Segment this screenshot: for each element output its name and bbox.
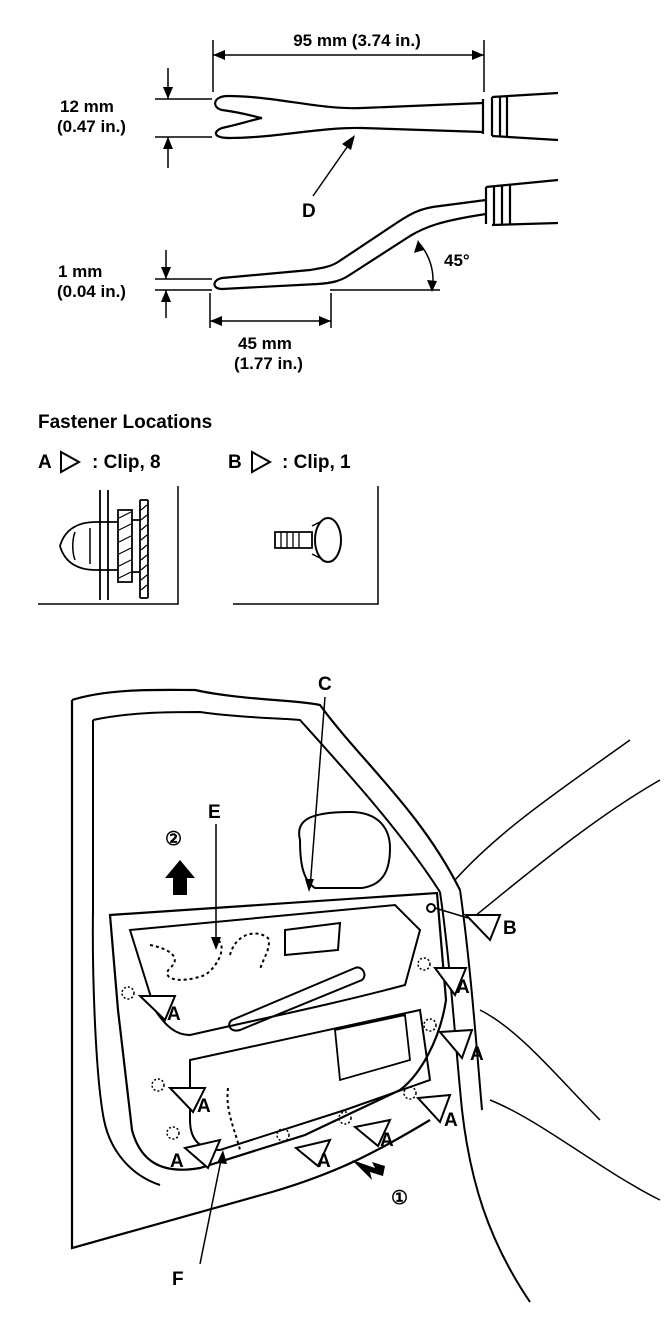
tool-bent-blade <box>213 198 487 291</box>
dimension-width <box>212 40 485 92</box>
tool-handle <box>491 91 559 142</box>
label-a-8: A <box>470 1044 484 1065</box>
clip-b-illustration <box>233 486 379 605</box>
label-a-2: A <box>197 1096 211 1117</box>
angle-label: 45° <box>444 251 470 270</box>
door-pillar <box>439 889 531 1303</box>
window-frame <box>92 710 441 893</box>
step-2-label: ② <box>165 829 182 850</box>
lower-panel <box>189 1008 432 1152</box>
thickness-label-in: (0.04 in.) <box>57 282 126 301</box>
fastener-b-letter: B <box>228 452 242 473</box>
inner-handle <box>284 921 342 957</box>
upper-trim <box>128 903 422 1037</box>
door-outer-frame <box>70 688 461 1250</box>
fastener-title: Fastener Locations <box>38 412 212 433</box>
fastener-a-letter: A <box>38 452 52 473</box>
label-f: F <box>172 1269 184 1290</box>
clip-b-leader <box>434 907 469 919</box>
step-1-label: ① <box>391 1188 408 1209</box>
tool-fork <box>214 94 363 140</box>
out-arrow-icon <box>352 1160 385 1180</box>
speaker-grille <box>334 1013 411 1082</box>
width-label: 95 mm (3.74 in.) <box>293 31 421 50</box>
label-a-4: A <box>317 1151 331 1172</box>
lower-cable <box>226 1087 241 1151</box>
label-a-6: A <box>444 1110 458 1131</box>
thickness-label-mm: 1 mm <box>58 262 102 281</box>
label-e: E <box>208 802 221 823</box>
tip-label-in: (1.77 in.) <box>234 354 303 373</box>
door-panel <box>108 891 448 1171</box>
dimension-opening <box>155 68 212 168</box>
fastener-a-text: : Clip, 8 <box>92 452 161 473</box>
label-c-leader <box>309 696 326 889</box>
label-f-leader <box>199 1154 223 1265</box>
tool-d-pointer <box>312 135 355 197</box>
fastener-b-text: : Clip, 1 <box>282 452 351 473</box>
label-a-5: A <box>380 1130 394 1151</box>
opening-label-in: (0.47 in.) <box>57 117 126 136</box>
tool-shaft <box>361 101 484 134</box>
label-a-1: A <box>167 1004 181 1025</box>
tool-d-label: D <box>302 201 316 222</box>
triangle-a-icon <box>60 450 82 474</box>
tool-grip-rings <box>481 97 509 136</box>
trim-tool-top-view <box>214 91 559 142</box>
tool-side-handle <box>485 178 559 227</box>
car-body-lines <box>454 739 661 1201</box>
label-a-3: A <box>170 1151 184 1172</box>
dimension-angle <box>330 240 440 292</box>
opening-label-mm: 12 mm <box>60 97 114 116</box>
clip-a-illustration <box>38 486 179 605</box>
armrest-grip <box>228 966 366 1032</box>
label-c: C <box>318 674 332 695</box>
door-inner-edge <box>91 720 161 1186</box>
dimension-thickness <box>155 250 212 318</box>
clip-a-markers <box>137 914 502 1170</box>
trim-tool-side-view <box>213 178 559 291</box>
up-arrow-icon <box>165 860 195 895</box>
tool-side-grip <box>484 184 512 225</box>
label-b: B <box>503 918 517 939</box>
dimension-tip-length <box>209 293 332 328</box>
harness-cable <box>149 932 270 981</box>
label-a-7: A <box>456 977 470 998</box>
tip-label-mm: 45 mm <box>238 334 292 353</box>
triangle-b-icon <box>251 450 273 474</box>
